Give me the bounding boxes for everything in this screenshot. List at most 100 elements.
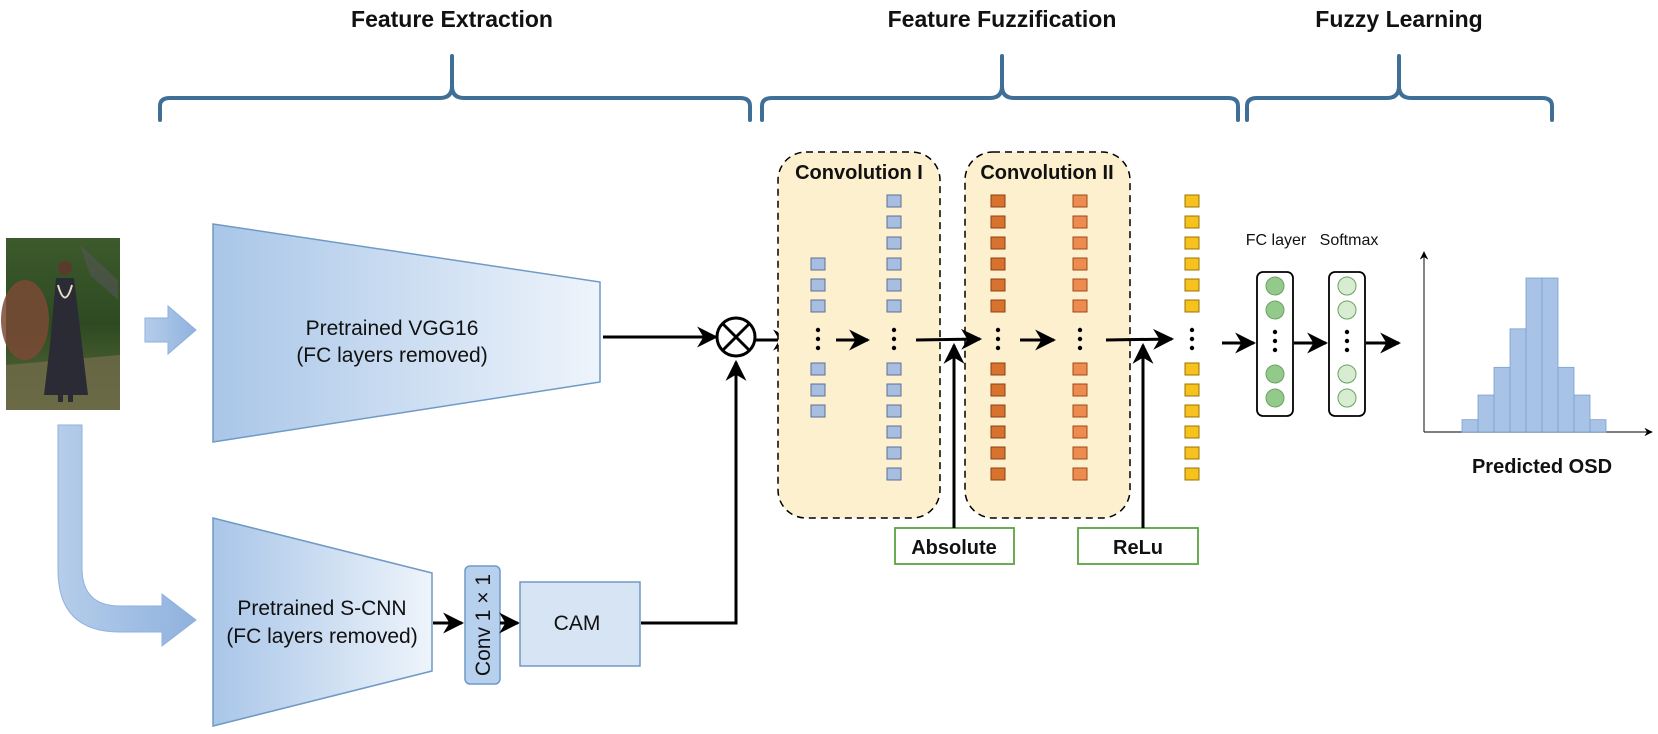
feature-square [886, 236, 902, 250]
input-photo [1, 238, 120, 410]
histogram-bar [1477, 394, 1495, 433]
scnn-subtitle: (FC layers removed) [226, 625, 417, 648]
convolution-1-label: Convolution I [795, 162, 923, 184]
feature-square [1072, 215, 1088, 229]
ellipsis-dot [1077, 345, 1083, 351]
feature-square [1072, 299, 1088, 313]
convolution-2-label: Convolution II [980, 162, 1113, 184]
feature-square [1072, 446, 1088, 460]
neuron-node [1265, 276, 1285, 296]
neuron-node [1337, 300, 1357, 320]
feature-square [990, 404, 1006, 418]
feature-square [886, 194, 902, 208]
feature-square [990, 257, 1006, 271]
circle-times-icon [715, 316, 757, 358]
ellipsis-dot [1077, 336, 1083, 342]
cam-label: CAM [554, 612, 601, 635]
feature-square [1072, 362, 1088, 376]
feature-square [810, 278, 826, 292]
feature-square [1072, 425, 1088, 439]
histogram-bar [1525, 277, 1543, 433]
feature-square [990, 278, 1006, 292]
feature-square [886, 278, 902, 292]
absolute-label: Absolute [911, 537, 997, 559]
ellipsis-dot [815, 336, 821, 342]
histogram-bar [1541, 277, 1559, 433]
feature-square [1184, 383, 1200, 397]
histogram-bar [1509, 328, 1527, 433]
vgg16-subtitle: (FC layers removed) [296, 344, 487, 367]
absolute-activation [894, 527, 1015, 565]
vgg16-title: Pretrained VGG16 [306, 317, 479, 340]
input-arrow-bent [57, 424, 197, 648]
feature-square [990, 425, 1006, 439]
feature-square [810, 299, 826, 313]
feature-square [1184, 425, 1200, 439]
predicted-osd-label: Predicted OSD [1472, 456, 1612, 478]
feature-square [1184, 257, 1200, 271]
feature-square [990, 194, 1006, 208]
neuron-node [1265, 300, 1285, 320]
feature-square [886, 299, 902, 313]
feature-square [1184, 404, 1200, 418]
ellipsis-dot [891, 345, 897, 351]
ellipsis-dot [1344, 347, 1350, 353]
feature-square [1184, 236, 1200, 250]
arrow-conv2-to-features [1105, 328, 1175, 350]
scnn-block [212, 517, 433, 727]
feature-square [886, 362, 902, 376]
section-title-fuzzy-learning: Fuzzy Learning [1315, 6, 1482, 32]
convolution-2-block [964, 151, 1131, 519]
softmax-label: Softmax [1320, 232, 1379, 249]
histogram-bar [1573, 394, 1591, 433]
feature-square [886, 257, 902, 271]
fc-layer-label: FC layer [1246, 232, 1307, 249]
arrow-cam-to-merge [641, 359, 747, 625]
ellipsis-dot [995, 336, 1001, 342]
feature-square [990, 299, 1006, 313]
feature-column-conv2-output [1072, 194, 1088, 481]
ellipsis-dot [815, 327, 821, 333]
feature-square [990, 467, 1006, 481]
feature-square [886, 215, 902, 229]
feature-column-conv1-output [886, 194, 902, 481]
vgg16-block [212, 223, 601, 443]
feature-square [1184, 446, 1200, 460]
feature-square [990, 383, 1006, 397]
osd-histogram [1419, 251, 1653, 437]
ellipsis-dot [1272, 338, 1278, 344]
feature-square [1072, 404, 1088, 418]
bracket-feature-extraction [158, 54, 752, 122]
feature-square [886, 404, 902, 418]
section-title-feature-extraction: Feature Extraction [351, 6, 553, 32]
feature-square [1184, 278, 1200, 292]
feature-square [886, 467, 902, 481]
bracket-fuzzy-learning [1245, 54, 1554, 122]
neuron-node [1337, 276, 1357, 296]
histogram-bar [1557, 366, 1575, 433]
ellipsis-dot [1189, 345, 1195, 351]
feature-square [810, 383, 826, 397]
neuron-node [1337, 388, 1357, 408]
ellipsis-dot [1344, 338, 1350, 344]
feature-square [1184, 194, 1200, 208]
feature-square [886, 446, 902, 460]
ellipsis-dot [1344, 329, 1350, 335]
feature-square [990, 236, 1006, 250]
softmax-nodes [1337, 276, 1357, 408]
neuron-node [1337, 364, 1357, 384]
input-arrow-top [144, 304, 197, 356]
fc-layer-nodes [1265, 276, 1285, 408]
feature-square [1072, 236, 1088, 250]
feature-square [1072, 278, 1088, 292]
convolution-1-block [777, 151, 941, 519]
ellipsis-dot [995, 327, 1001, 333]
feature-square [990, 215, 1006, 229]
neuron-node [1265, 364, 1285, 384]
feature-square [886, 383, 902, 397]
histogram-bar [1589, 419, 1607, 433]
conv1x1-label: Conv 1 × 1 [472, 574, 495, 676]
arrow-conv1-to-conv2 [915, 328, 983, 350]
ellipsis-dot [1189, 327, 1195, 333]
